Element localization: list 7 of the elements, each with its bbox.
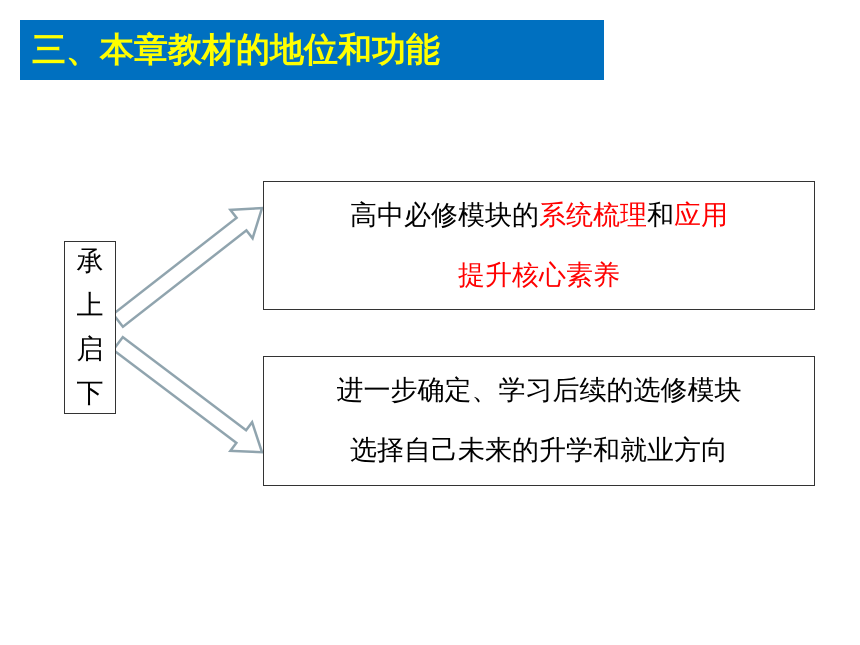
text-box xyxy=(263,356,815,486)
text-box xyxy=(263,181,815,310)
box-text: 承上启下 xyxy=(76,244,104,410)
box-text: 进一步确定、学习后续的选修模块选择自己未来的升学和就业方向 xyxy=(336,374,742,468)
vertical-text-box xyxy=(64,241,116,414)
title-banner: 三、本章教材的地位和功能 xyxy=(20,20,604,80)
box-text: 高中必修模块的系统梳理和应用提升核心素养 xyxy=(350,198,728,292)
